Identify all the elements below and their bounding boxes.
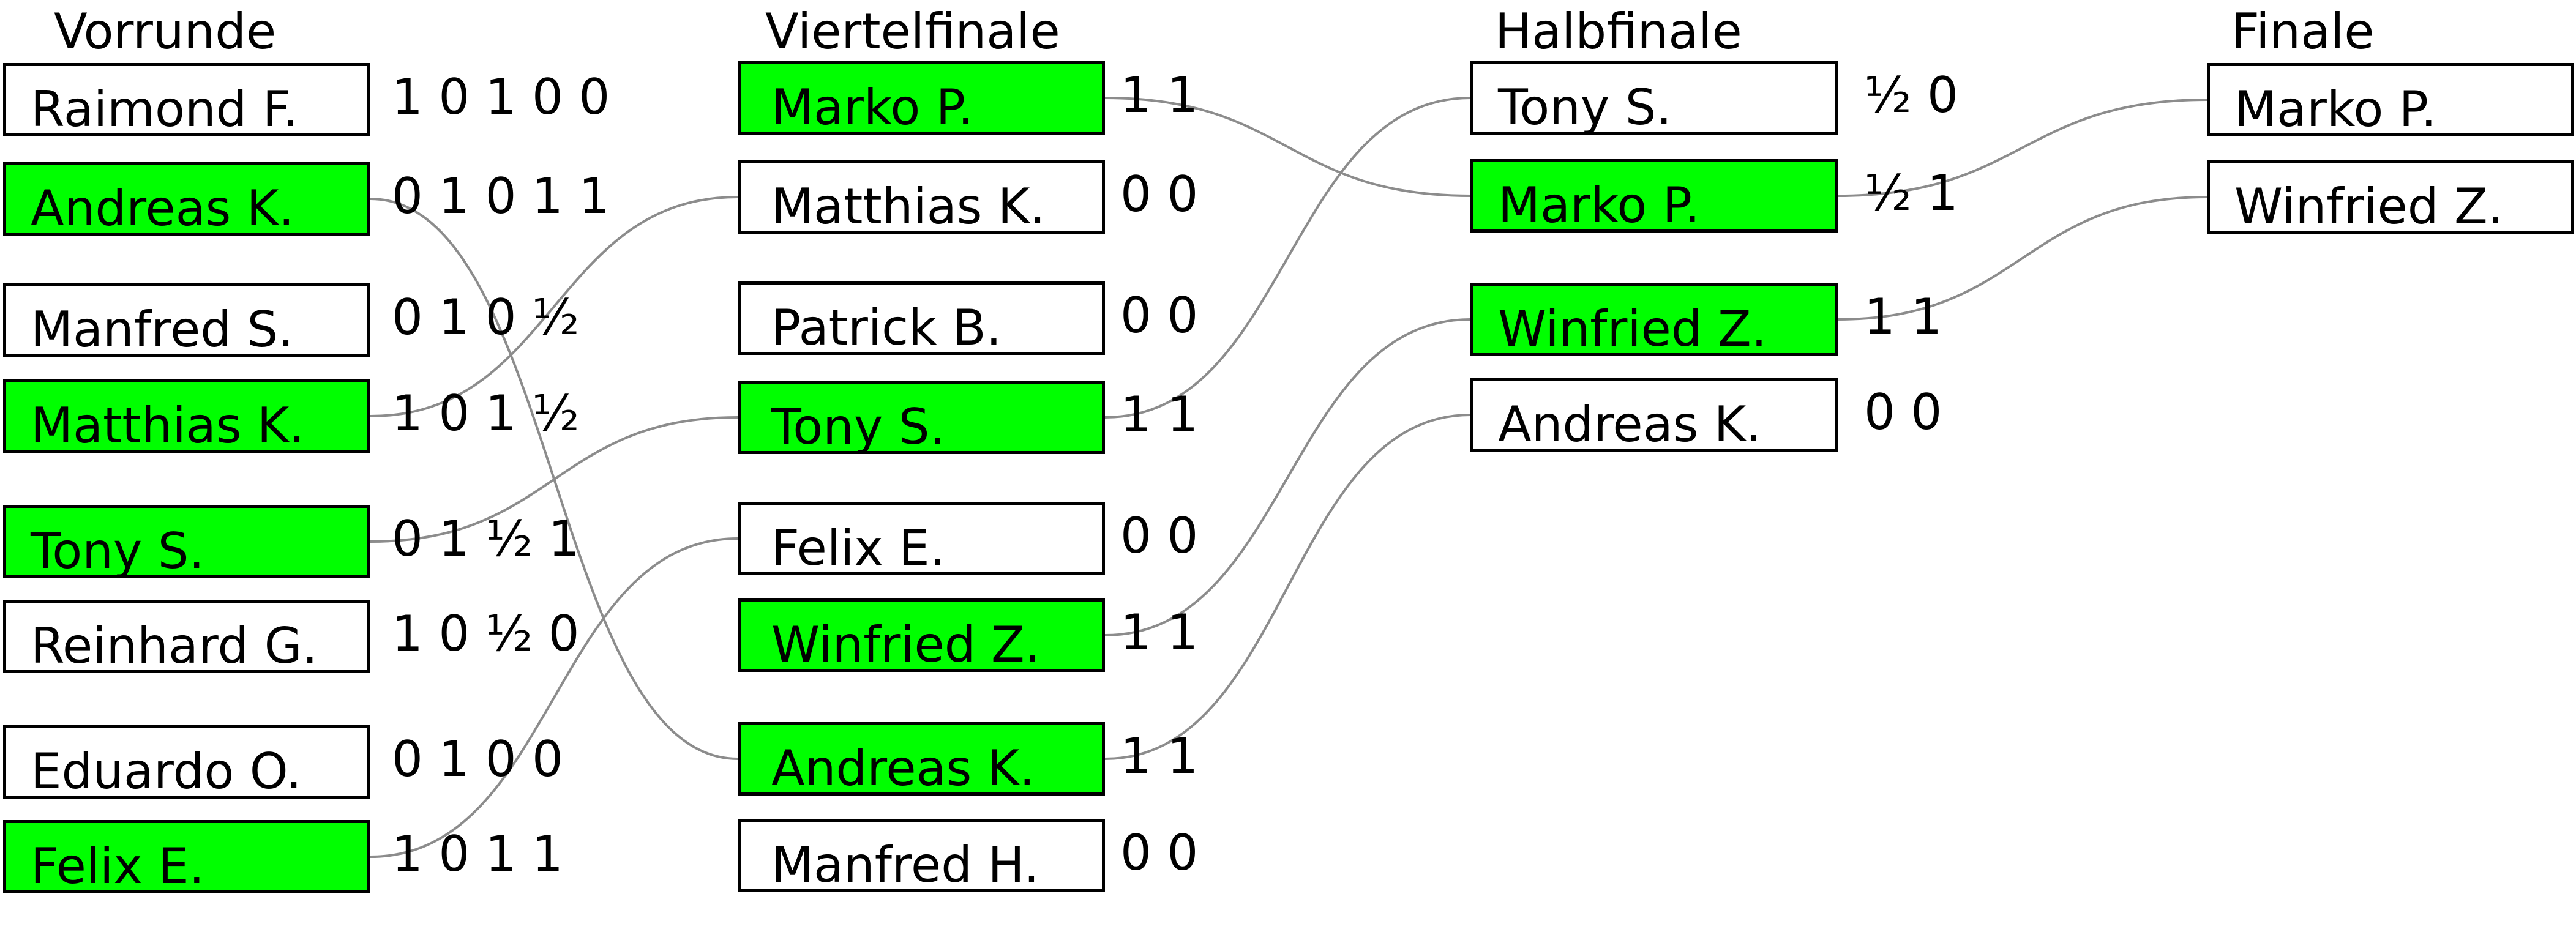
player-box: Manfred H.: [738, 819, 1105, 892]
player-name: Winfried Z.: [771, 616, 1041, 672]
bracket-connector-line: [1837, 99, 2207, 197]
player-name: Andreas K.: [771, 740, 1035, 796]
player-box: Winfried Z.: [2207, 160, 2574, 234]
bracket-connector-line: [370, 416, 738, 543]
winner-player-box: Felix E.: [3, 820, 370, 893]
match-score: 0 1 0 0: [392, 731, 563, 788]
match-score: 1 1: [1120, 67, 1199, 124]
match-score: 0 0: [1120, 287, 1199, 344]
match-score: 1 0 1 ½: [392, 385, 580, 442]
player-box: Eduardo O.: [3, 725, 370, 799]
player-box: Patrick B.: [738, 281, 1105, 355]
bracket-connector-line: [1104, 414, 1471, 760]
player-name: Tony S.: [771, 398, 945, 454]
player-name: Tony S.: [1498, 79, 1672, 135]
player-box: Andreas K.: [1470, 378, 1838, 452]
player-name: Manfred S.: [31, 301, 294, 357]
bracket-connector-line: [1104, 97, 1471, 197]
player-name: Tony S.: [31, 523, 204, 578]
winner-player-box: Winfried Z.: [738, 598, 1105, 672]
player-box: Raimond F.: [3, 63, 370, 136]
match-score: 1 0 1 0 0: [392, 69, 610, 125]
player-box: Manfred S.: [3, 283, 370, 357]
round-title: Finale: [2231, 3, 2375, 60]
match-score: 1 1: [1864, 288, 1942, 345]
winner-player-box: Andreas K.: [3, 162, 370, 236]
winner-player-box: Tony S.: [3, 505, 370, 578]
player-box: Tony S.: [1470, 61, 1838, 135]
bracket-connector-line: [370, 196, 738, 417]
match-score: 1 1: [1120, 728, 1199, 785]
round-title: Vorrunde: [54, 3, 277, 60]
match-score: 1 0 1 1: [392, 826, 563, 882]
match-score: 1 1: [1120, 386, 1199, 443]
match-score: 0 1 0 ½: [392, 289, 580, 346]
match-score: 0 0: [1120, 166, 1199, 223]
player-name: Reinhard G.: [31, 617, 318, 673]
player-name: Eduardo O.: [31, 743, 302, 799]
player-box: Matthias K.: [738, 160, 1105, 234]
match-score: 0 0: [1120, 507, 1199, 564]
player-name: Matthias K.: [771, 178, 1046, 234]
match-score: 0 0: [1864, 384, 1942, 441]
match-score: ½ 0: [1864, 67, 1958, 124]
round-title: Halbfinale: [1495, 3, 1742, 60]
player-name: Matthias K.: [31, 397, 305, 453]
player-name: Marko P.: [1498, 177, 1700, 233]
match-score: 1 1: [1120, 604, 1199, 661]
player-name: Felix E.: [31, 838, 205, 893]
player-name: Raimond F.: [31, 81, 299, 136]
player-name: Winfried Z.: [1498, 300, 1767, 356]
player-box: Marko P.: [2207, 63, 2574, 136]
winner-player-box: Marko P.: [738, 61, 1105, 135]
bracket-connector-line: [1837, 196, 2207, 321]
player-name: Winfried Z.: [2234, 178, 2504, 234]
player-name: Andreas K.: [31, 180, 294, 236]
bracket-connector-line: [1104, 318, 1471, 636]
player-box: Reinhard G.: [3, 600, 370, 673]
match-score: 0 1 0 1 1: [392, 168, 610, 225]
round-title: Viertelfinale: [765, 3, 1060, 60]
player-name: Marko P.: [2234, 81, 2436, 136]
player-box: Felix E.: [738, 502, 1105, 575]
player-name: Marko P.: [771, 79, 973, 135]
winner-player-box: Andreas K.: [738, 722, 1105, 796]
winner-player-box: Winfried Z.: [1470, 283, 1838, 356]
player-name: Patrick B.: [771, 299, 1002, 355]
match-score: ½ 1: [1864, 165, 1958, 222]
player-name: Manfred H.: [771, 837, 1039, 892]
winner-player-box: Matthias K.: [3, 379, 370, 453]
match-score: 0 1 ½ 1: [392, 510, 580, 567]
player-name: Felix E.: [771, 520, 946, 575]
winner-player-box: Marko P.: [1470, 159, 1838, 233]
bracket-connector-line: [1104, 97, 1471, 419]
player-name: Andreas K.: [1498, 396, 1762, 452]
winner-player-box: Tony S.: [738, 381, 1105, 454]
bracket-connector-line: [370, 537, 738, 858]
match-score: 1 0 ½ 0: [392, 605, 580, 662]
match-score: 0 0: [1120, 824, 1199, 881]
